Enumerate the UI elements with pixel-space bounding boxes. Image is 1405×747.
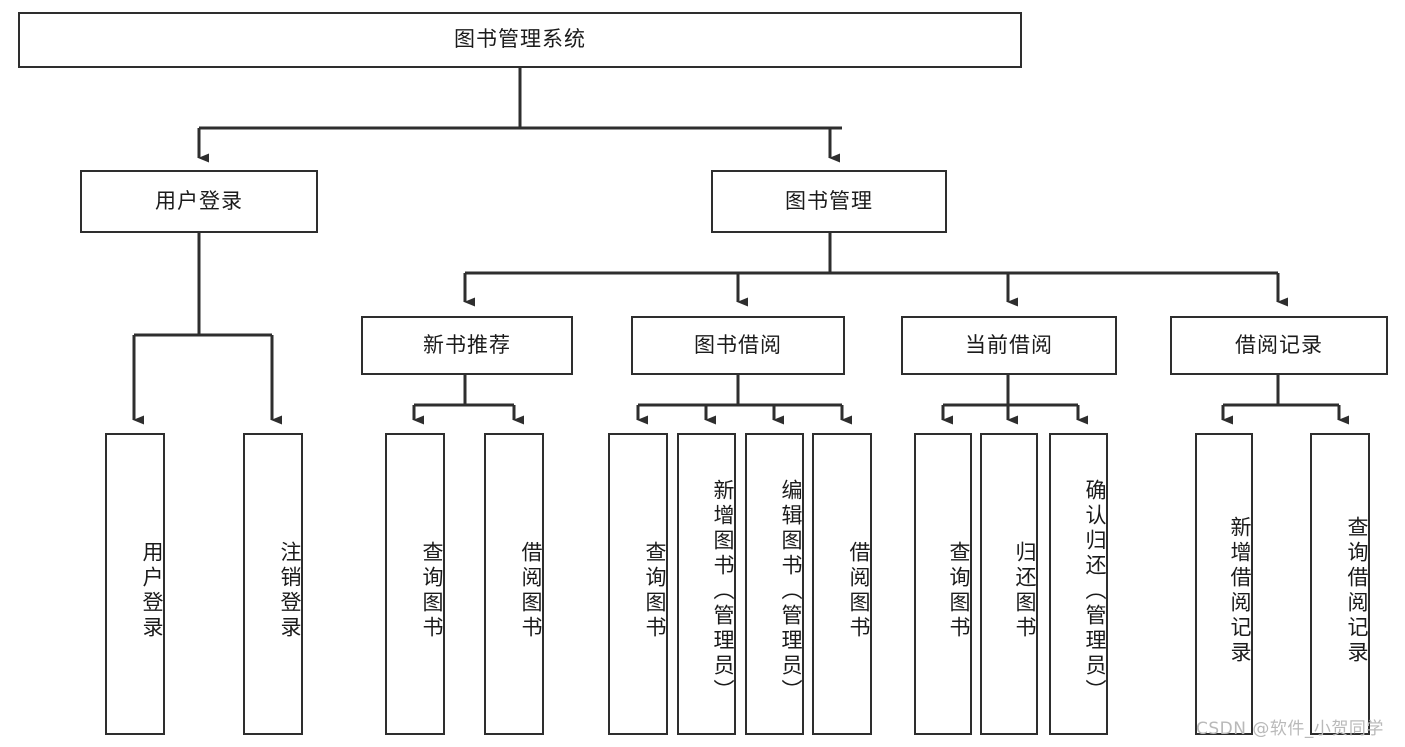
node-user-login[interactable]: 用户登录 [80,170,318,233]
node-book-borrowing[interactable]: 图书借阅 [631,316,845,375]
leaf-return-books[interactable]: 归还图书 [980,433,1038,735]
node-root-book-management-system[interactable]: 图书管理系统 [18,12,1022,68]
node-new-book-recommendation[interactable]: 新书推荐 [361,316,573,375]
leaf-borrow-books-recommendation[interactable]: 借阅图书 [484,433,544,735]
node-book-management[interactable]: 图书管理 [711,170,947,233]
node-borrowing-records[interactable]: 借阅记录 [1170,316,1388,375]
leaf-borrow-books-borrowing[interactable]: 借阅图书 [812,433,872,735]
leaf-confirm-return-admin[interactable]: 确认归还（管理员） [1049,433,1108,735]
leaf-logout[interactable]: 注销登录 [243,433,303,735]
leaf-query-books-recommendation[interactable]: 查询图书 [385,433,445,735]
leaf-query-borrowing-record[interactable]: 查询借阅记录 [1310,433,1370,735]
leaf-query-books-current[interactable]: 查询图书 [914,433,972,735]
node-current-borrowing[interactable]: 当前借阅 [901,316,1117,375]
leaf-add-borrowing-record[interactable]: 新增借阅记录 [1195,433,1253,735]
leaf-user-login[interactable]: 用户登录 [105,433,165,735]
leaf-query-books-borrowing[interactable]: 查询图书 [608,433,668,735]
leaf-edit-book-admin[interactable]: 编辑图书（管理员） [745,433,804,735]
leaf-add-book-admin[interactable]: 新增图书（管理员） [677,433,736,735]
csdn-watermark: CSDN @软件_小贺同学 [1196,719,1384,739]
